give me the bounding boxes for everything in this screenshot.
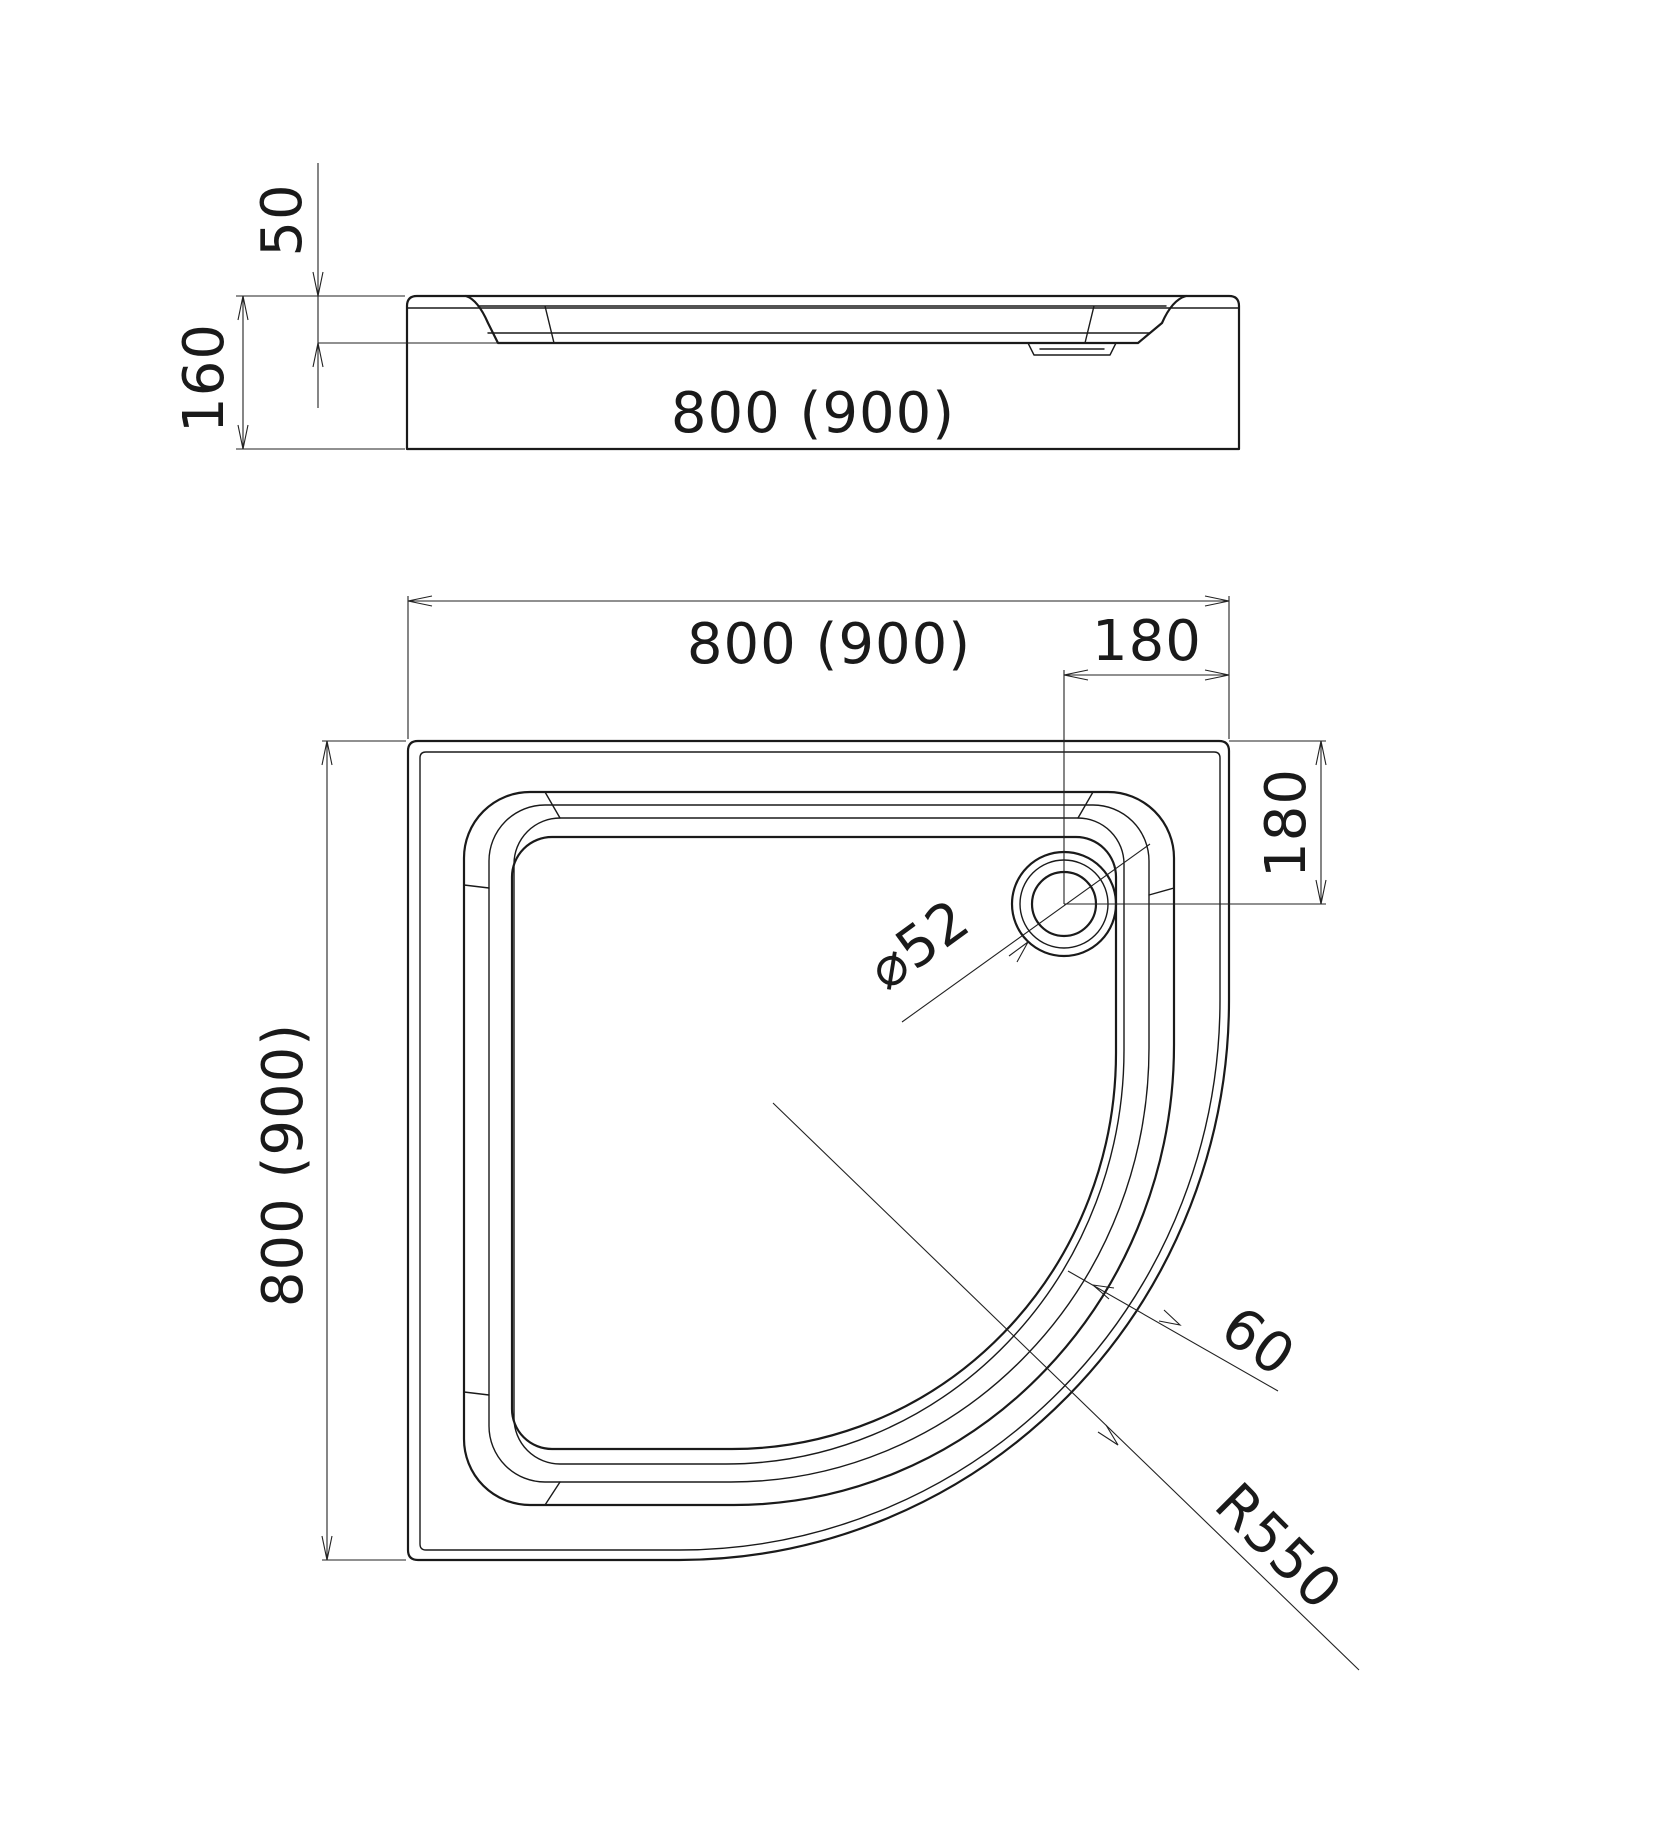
top-view-corner-ticks (463, 791, 1175, 1506)
dimension-width: 800 (900) (407, 595, 1230, 739)
height-label: 160 (172, 323, 237, 433)
drain-diameter-label: ⌀52 (856, 887, 982, 1003)
top-view-basin-floor (510, 835, 1118, 1451)
top-view-outline (406, 739, 1231, 1562)
side-view-drain (1027, 342, 1117, 356)
drain-offset-y-label: 180 (1254, 768, 1319, 878)
top-view-basin-step-2 (513, 817, 1125, 1465)
dimension-rim-width: 60 (1067, 1270, 1307, 1392)
height-label: 800 (900) (251, 1023, 316, 1307)
side-view-basin-profile (464, 294, 1188, 345)
depth-label: 50 (250, 183, 315, 256)
rim-width-label: 60 (1209, 1294, 1306, 1390)
dimension-drain-offset-y: 180 (1064, 740, 1327, 905)
dimension-depth-50: 50 (250, 163, 1000, 408)
top-view-basin-outer (462, 790, 1176, 1507)
radius-arrow (1097, 1424, 1119, 1446)
top-view: 800 (900) 180 180 ⌀52 (251, 595, 1360, 1671)
dimension-height: 800 (900) (251, 740, 406, 1561)
radius-label: R550 (1202, 1471, 1354, 1623)
dimension-height-160: 160 (172, 295, 405, 450)
side-view: 160 50 800 (900) (172, 163, 1241, 451)
dimension-drain-offset-x: 180 (1063, 609, 1230, 904)
side-view-outline (405, 294, 1241, 451)
top-view-rim-line (419, 751, 1221, 1551)
side-view-basin-inner (477, 305, 1167, 344)
width-label: 800 (900) (687, 612, 971, 677)
radius-leader-line (772, 1102, 1360, 1671)
drain-offset-x-label: 180 (1092, 609, 1202, 674)
top-view-basin-step-1 (488, 804, 1150, 1483)
length-label: 800 (900) (671, 381, 955, 446)
